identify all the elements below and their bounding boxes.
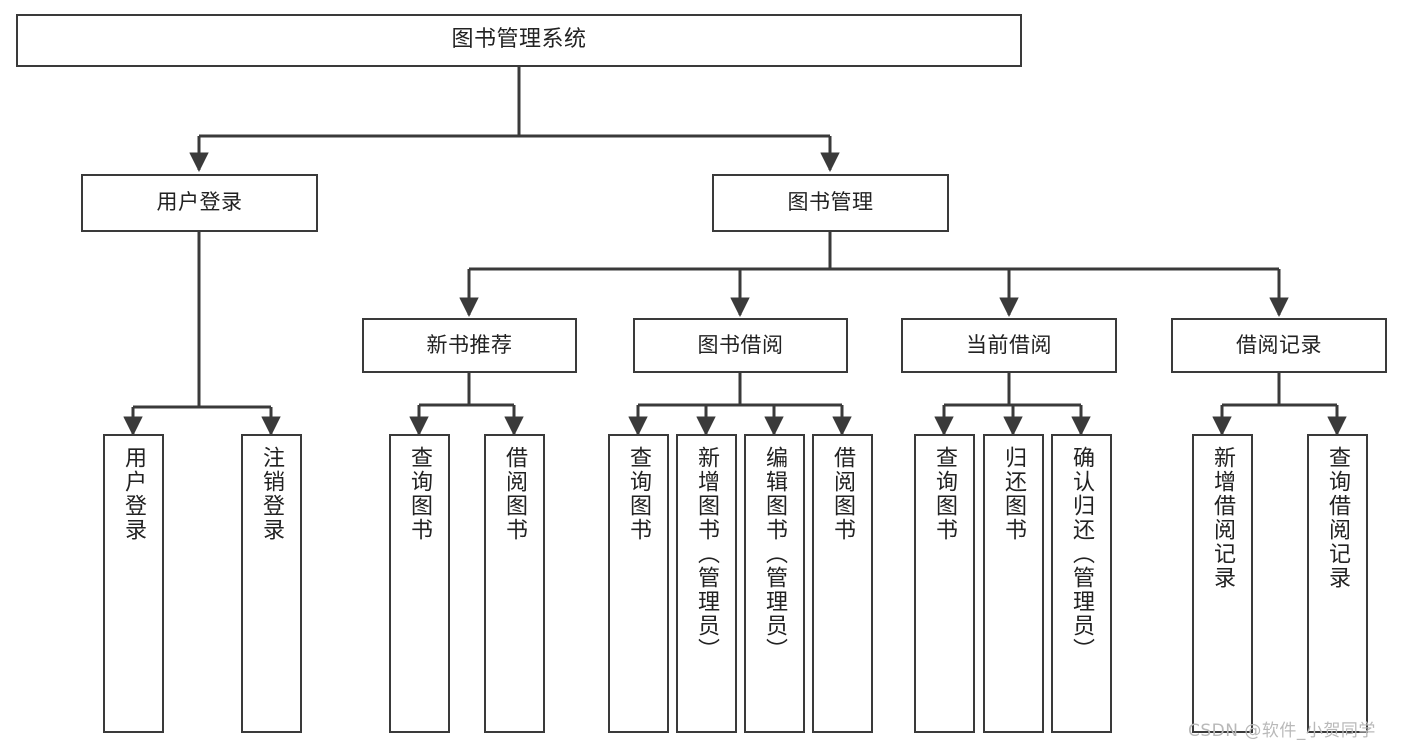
node-leaf-borrow-book-2[interactable]: 借阅图书 xyxy=(812,434,873,733)
node-user-login-label: 用户登录 xyxy=(156,190,243,215)
node-leaf-user-login-label: 用户登录 xyxy=(121,446,147,542)
node-root-label: 图书管理系统 xyxy=(451,27,587,53)
node-leaf-query-book-1[interactable]: 查询图书 xyxy=(389,434,450,733)
node-new-book-recommend-label: 新书推荐 xyxy=(426,332,513,357)
node-root[interactable]: 图书管理系统 xyxy=(16,14,1022,67)
node-leaf-borrow-book-1-label: 借阅图书 xyxy=(502,446,528,542)
node-leaf-edit-book-label: 编辑图书（管理员） xyxy=(762,446,788,662)
node-leaf-add-record-label: 新增借阅记录 xyxy=(1210,446,1236,590)
watermark: CSDN @软件_小贺同学 xyxy=(1188,721,1376,741)
node-book-manage[interactable]: 图书管理 xyxy=(712,174,949,232)
node-current-borrow[interactable]: 当前借阅 xyxy=(901,318,1117,373)
node-leaf-confirm-return[interactable]: 确认归还（管理员） xyxy=(1051,434,1112,733)
node-book-borrow[interactable]: 图书借阅 xyxy=(633,318,848,373)
node-leaf-return-book[interactable]: 归还图书 xyxy=(983,434,1044,733)
node-book-borrow-label: 图书借阅 xyxy=(697,332,784,357)
node-leaf-edit-book[interactable]: 编辑图书（管理员） xyxy=(744,434,805,733)
node-leaf-logout-label: 注销登录 xyxy=(259,446,285,542)
node-current-borrow-label: 当前借阅 xyxy=(966,332,1052,357)
node-book-manage-label: 图书管理 xyxy=(787,190,874,215)
node-leaf-query-record[interactable]: 查询借阅记录 xyxy=(1307,434,1368,733)
node-new-book-recommend[interactable]: 新书推荐 xyxy=(362,318,577,373)
node-leaf-confirm-return-label: 确认归还（管理员） xyxy=(1069,446,1095,662)
node-leaf-query-book-2-label: 查询图书 xyxy=(626,446,652,542)
node-user-login[interactable]: 用户登录 xyxy=(81,174,318,232)
node-leaf-query-book-3[interactable]: 查询图书 xyxy=(914,434,975,733)
node-leaf-add-book[interactable]: 新增图书（管理员） xyxy=(676,434,737,733)
node-leaf-query-record-label: 查询借阅记录 xyxy=(1325,446,1351,590)
node-leaf-borrow-book-1[interactable]: 借阅图书 xyxy=(484,434,545,733)
node-leaf-return-book-label: 归还图书 xyxy=(1001,446,1027,542)
node-leaf-user-login[interactable]: 用户登录 xyxy=(103,434,164,733)
node-leaf-borrow-book-2-label: 借阅图书 xyxy=(830,446,856,542)
node-leaf-query-book-1-label: 查询图书 xyxy=(407,446,433,542)
node-leaf-query-book-2[interactable]: 查询图书 xyxy=(608,434,669,733)
node-leaf-logout[interactable]: 注销登录 xyxy=(241,434,302,733)
node-leaf-add-record[interactable]: 新增借阅记录 xyxy=(1192,434,1253,733)
node-borrow-record[interactable]: 借阅记录 xyxy=(1171,318,1387,373)
node-leaf-add-book-label: 新增图书（管理员） xyxy=(694,446,720,662)
node-borrow-record-label: 借阅记录 xyxy=(1236,332,1322,357)
node-leaf-query-book-3-label: 查询图书 xyxy=(932,446,958,542)
